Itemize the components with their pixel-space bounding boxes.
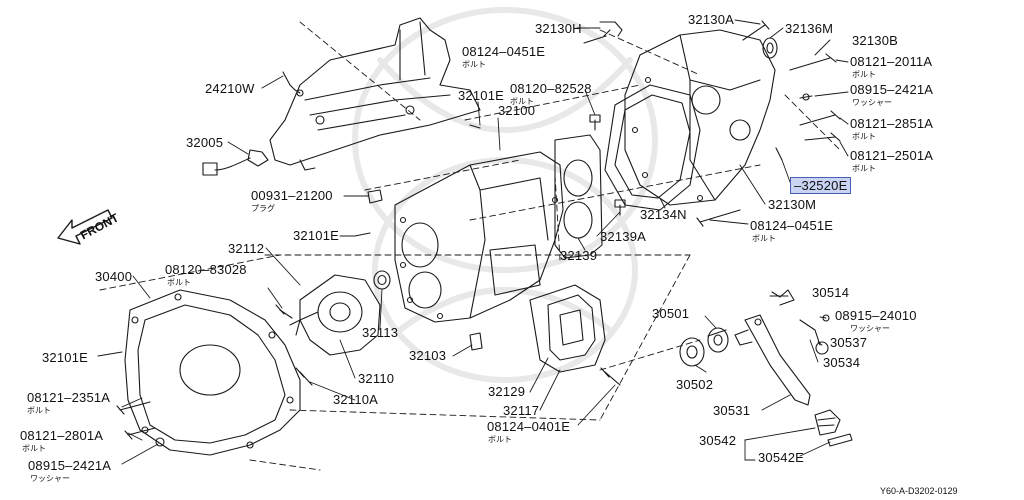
part-label-08121-2801A[interactable]: 08121–2801A bbox=[20, 428, 104, 443]
clutch-bell-housing bbox=[124, 289, 301, 456]
fork-pivot bbox=[799, 314, 830, 355]
sensor-harness bbox=[202, 149, 269, 176]
front-arrow bbox=[57, 209, 113, 245]
part-label-32110A[interactable]: 32110A bbox=[333, 392, 379, 407]
part-sublabel-plug: プラグ bbox=[251, 204, 275, 213]
part-number-32520E: 32520E bbox=[801, 178, 848, 193]
part-label-24210W[interactable]: 24210W bbox=[205, 81, 255, 96]
part-sublabel-washer: ワッシャー bbox=[852, 98, 892, 107]
fork-spring bbox=[771, 289, 795, 306]
part-label-32520E-highlighted[interactable]: –32520E bbox=[790, 177, 852, 194]
part-label-32101E-top[interactable]: 32101E bbox=[458, 88, 505, 103]
part-label-00931-21200[interactable]: 00931–21200 bbox=[251, 188, 333, 203]
adapter-plate bbox=[554, 134, 603, 259]
part-label-32112[interactable]: 32112 bbox=[228, 241, 265, 256]
part-label-32130A[interactable]: 32130A bbox=[688, 12, 735, 27]
exploded-guide-lines bbox=[99, 21, 841, 471]
part-sublabel-bolt: ボルト bbox=[752, 234, 776, 243]
part-sublabel-washer: ワッシャー bbox=[850, 324, 890, 333]
part-label-32005[interactable]: 32005 bbox=[186, 135, 224, 150]
part-label-30502[interactable]: 30502 bbox=[676, 377, 714, 392]
part-sublabel-bolt: ボルト bbox=[852, 132, 876, 141]
part-label-30501[interactable]: 30501 bbox=[652, 306, 690, 321]
dowel-pin bbox=[775, 147, 783, 161]
part-label-08120-82528[interactable]: 08120–82528 bbox=[510, 81, 592, 96]
part-label-08124-0401E[interactable]: 08124–0401E bbox=[487, 419, 571, 434]
drain-plug bbox=[367, 189, 383, 204]
watermark-emblem bbox=[352, 7, 658, 383]
part-label-30537[interactable]: 30537 bbox=[830, 335, 868, 350]
bolts-right bbox=[583, 20, 841, 227]
transmission-main-case bbox=[394, 151, 564, 323]
drain-plug-lower bbox=[469, 332, 483, 351]
part-label-32110[interactable]: 32110 bbox=[358, 371, 395, 386]
diagram-reference-code: Y60-A-D3202-0129 bbox=[880, 486, 958, 496]
part-label-32100[interactable]: 32100 bbox=[498, 103, 536, 118]
part-sublabel-bolt: ボルト bbox=[488, 435, 512, 444]
part-label-32139[interactable]: 32139 bbox=[560, 248, 598, 263]
release-fork bbox=[734, 314, 811, 406]
part-label-08124-0451E-mid[interactable]: 08124–0451E bbox=[750, 218, 834, 233]
case-gasket bbox=[604, 84, 701, 211]
part-label-08915-2421A-left[interactable]: 08915–2421A bbox=[28, 458, 112, 473]
part-label-32101E-left[interactable]: 32101E bbox=[42, 350, 89, 365]
part-label-32130H[interactable]: 32130H bbox=[535, 21, 582, 36]
part-sublabel-bolt: ボルト bbox=[22, 444, 46, 453]
part-sublabel-bolt: ボルト bbox=[852, 70, 876, 79]
part-label-30542[interactable]: 30542 bbox=[699, 433, 737, 448]
part-label-08120-83028[interactable]: 08120–83028 bbox=[165, 262, 247, 277]
part-label-30400[interactable]: 30400 bbox=[95, 269, 133, 284]
part-label-32139A[interactable]: 32139A bbox=[600, 229, 647, 244]
part-label-32117[interactable]: 32117 bbox=[503, 403, 540, 418]
part-label-08121-2501A[interactable]: 08121–2501A bbox=[850, 148, 934, 163]
part-label-30534[interactable]: 30534 bbox=[823, 355, 861, 370]
part-label-08915-24010[interactable]: 08915–24010 bbox=[835, 308, 917, 323]
part-sublabel-bolt: ボルト bbox=[510, 97, 534, 106]
part-label-08124-0451E-top[interactable]: 08124–0451E bbox=[462, 44, 546, 59]
part-label-32101E-mid[interactable]: 32101E bbox=[293, 228, 340, 243]
side-cover-bolt bbox=[604, 371, 621, 386]
part-label-32134N[interactable]: 32134N bbox=[640, 207, 687, 222]
part-sublabel-washer: ワッシャー bbox=[30, 474, 70, 483]
bracket bbox=[599, 21, 623, 37]
front-cover bbox=[289, 274, 381, 356]
rear-extension-housing bbox=[624, 29, 776, 206]
part-label-08121-2351A[interactable]: 08121–2351A bbox=[27, 390, 111, 405]
dust-boot bbox=[814, 409, 853, 447]
part-sublabel-bolt: ボルト bbox=[852, 164, 876, 173]
leader-lines bbox=[97, 19, 849, 465]
part-sublabel-bolt: ボルト bbox=[167, 278, 191, 287]
part-sublabel-bolt: ボルト bbox=[27, 406, 51, 415]
bolts-left bbox=[109, 124, 481, 447]
part-label-30514[interactable]: 30514 bbox=[812, 285, 850, 300]
part-label-32136M[interactable]: 32136M bbox=[785, 21, 834, 36]
part-label-08121-2851A[interactable]: 08121–2851A bbox=[850, 116, 934, 131]
part-label-32130M[interactable]: 32130M bbox=[768, 197, 817, 212]
top-cover bbox=[269, 17, 481, 171]
oil-seal bbox=[762, 37, 778, 59]
release-bearing bbox=[679, 327, 729, 367]
part-label-32130B[interactable]: 32130B bbox=[852, 33, 899, 48]
part-label-30542E[interactable]: 30542E bbox=[758, 450, 805, 465]
part-sublabel-bolt: ボルト bbox=[462, 60, 486, 69]
part-label-32113[interactable]: 32113 bbox=[362, 325, 399, 340]
side-cover bbox=[529, 284, 606, 373]
part-label-08121-2011A[interactable]: 08121–2011A bbox=[850, 54, 933, 69]
part-label-30531[interactable]: 30531 bbox=[713, 403, 751, 418]
part-label-08915-2421A-right[interactable]: 08915–2421A bbox=[850, 82, 934, 97]
part-label-32103[interactable]: 32103 bbox=[409, 348, 447, 363]
part-label-32129[interactable]: 32129 bbox=[488, 384, 526, 399]
